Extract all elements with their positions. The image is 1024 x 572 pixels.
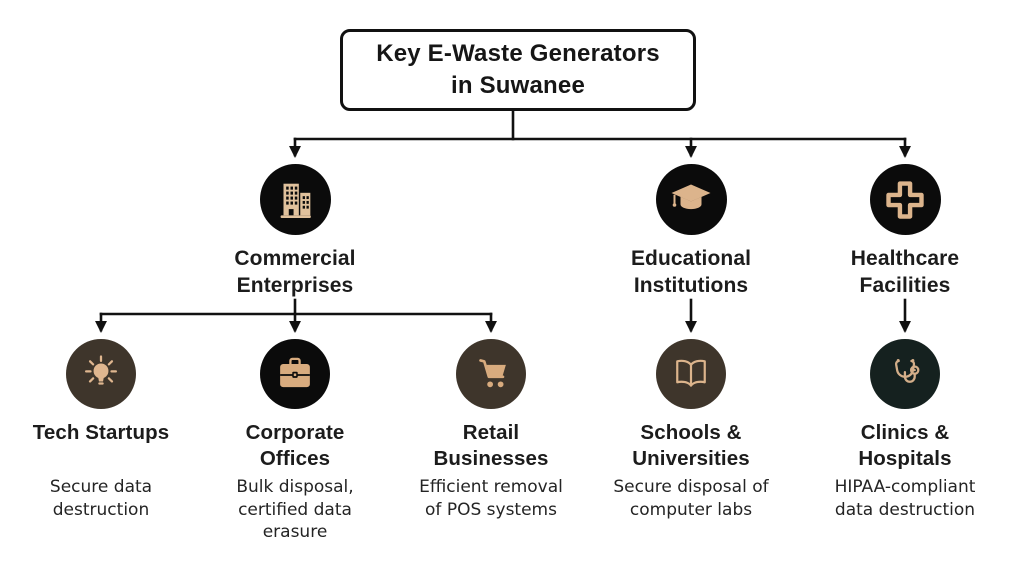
lightbulb-icon	[80, 353, 122, 395]
node-description: HIPAA-compliant data destruction	[834, 477, 976, 520]
node-healthcare-facilities: Healthcare Facilities	[795, 164, 1015, 299]
node-description: Efficient removal of POS systems	[419, 477, 563, 520]
node-label: Schools & Universities	[632, 421, 750, 471]
node-label: Commercial Enterprises	[234, 247, 356, 297]
diagram-title-box: Key E-Waste Generators in Suwanee	[340, 29, 696, 111]
node-label: Healthcare Facilities	[850, 247, 960, 297]
node-tech-startups: Tech Startups Secure data destruction	[0, 339, 211, 521]
node-circle	[656, 339, 726, 409]
node-label: Tech Startups	[32, 421, 170, 444]
node-label: Retail Businesses	[433, 421, 549, 471]
node-circle	[66, 339, 136, 409]
diagram-title-line2: in Suwanee	[450, 72, 586, 99]
node-label: Educational Institutions	[630, 247, 752, 297]
node-corporate-offices: Corporate Offices Bulk disposal, certifi…	[185, 339, 405, 544]
node-commercial-enterprises: Commercial Enterprises	[185, 164, 405, 299]
node-clinics-hospitals: Clinics & Hospitals HIPAA-compliant data…	[795, 339, 1015, 521]
stethoscope-icon	[884, 353, 926, 395]
diagram-title-line1: Key E-Waste Generators	[376, 40, 660, 68]
node-retail-businesses: Retail Businesses Efficient removal of P…	[381, 339, 601, 521]
node-description: Secure disposal of computer labs	[613, 477, 769, 520]
node-circle	[456, 339, 526, 409]
node-circle	[259, 164, 331, 235]
building-icon	[272, 177, 318, 223]
node-circle	[260, 339, 330, 409]
node-circle	[869, 164, 941, 235]
shopping-cart-icon	[470, 353, 512, 395]
briefcase-icon	[274, 353, 316, 395]
medical-cross-icon	[882, 177, 928, 223]
node-label: Clinics & Hospitals	[858, 421, 952, 471]
node-label: Corporate Offices	[245, 421, 345, 471]
node-circle	[870, 339, 940, 409]
node-description: Secure data destruction	[49, 477, 153, 520]
node-educational-institutions: Educational Institutions	[581, 164, 801, 299]
open-book-icon	[669, 352, 713, 396]
node-schools-universities: Schools & Universities Secure disposal o…	[581, 339, 801, 521]
graduation-cap-icon	[667, 176, 715, 224]
node-circle	[655, 164, 727, 235]
node-description: Bulk disposal, certified data erasure	[236, 477, 354, 543]
